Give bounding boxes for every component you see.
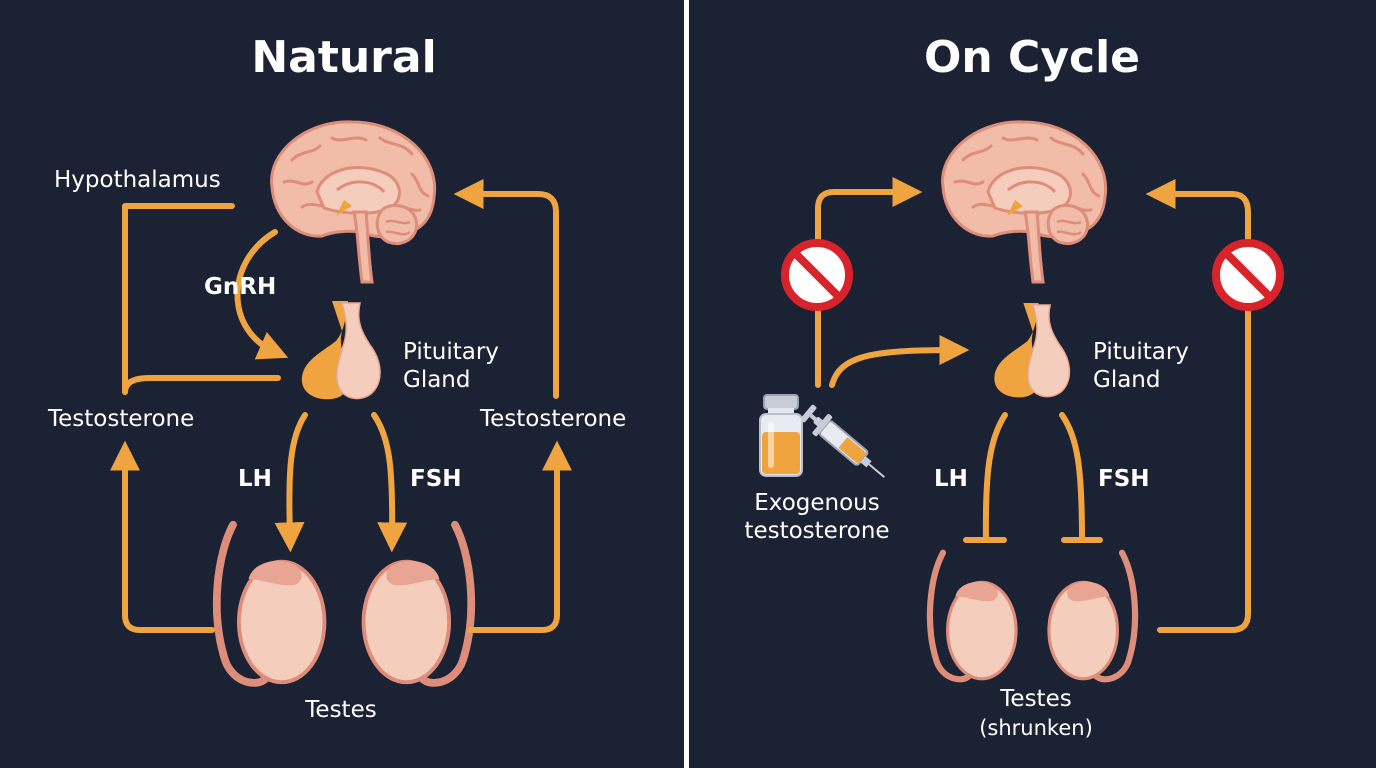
natural-gnrh-label: GnRH [204, 274, 276, 300]
natural-left-feedback-arrow [110, 440, 215, 633]
panel-divider [684, 0, 689, 768]
natural-pituitary-link [122, 375, 281, 395]
exogenous-label-1: Exogenous [754, 490, 879, 516]
natural-testosterone-left-label: Testosterone [47, 406, 194, 432]
natural-title: Natural [251, 32, 436, 83]
natural-lh-arrow [274, 412, 308, 553]
on-cycle-right-feedback-arrow [1145, 179, 1251, 633]
natural-pituitary-label-1: Pituitary [403, 339, 499, 365]
on-cycle-testes-label: Testes [999, 686, 1071, 712]
on-cycle-left-testis-icon [930, 553, 1016, 680]
on-cycle-pituitary-icon [993, 302, 1071, 399]
natural-brain-icon [270, 120, 437, 284]
on-cycle-pituitary-label-1: Pituitary [1093, 339, 1189, 365]
natural-fsh-arrow [371, 412, 408, 553]
natural-fsh-label: FSH [410, 466, 462, 492]
on-cycle-brain-icon [941, 120, 1108, 284]
on-cycle-exogenous-arrow [829, 335, 970, 388]
natural-testosterone-right-label: Testosterone [479, 406, 626, 432]
on-cycle-right-testis-icon [1049, 553, 1135, 680]
syringe-icon [800, 404, 885, 478]
on-cycle-lh-line [982, 412, 1008, 543]
natural-lh-label: LH [238, 466, 272, 492]
natural-testes-label: Testes [304, 697, 376, 723]
natural-right-feedback-arrow [453, 179, 559, 399]
on-cycle-fsh-label: FSH [1098, 466, 1150, 492]
on-cycle-title: On Cycle [924, 32, 1140, 83]
natural-panel: Natural Hypothalamus GnRH Pituitary Glan… [47, 32, 626, 723]
on-cycle-block-left-icon [781, 239, 853, 311]
on-cycle-panel: On Cycle [744, 32, 1284, 740]
natural-right-testis-icon [364, 525, 472, 683]
on-cycle-testes-sub-label: (shrunken) [979, 716, 1093, 740]
on-cycle-pituitary-label-2: Gland [1093, 367, 1160, 393]
vial-icon [759, 394, 803, 477]
on-cycle-lh-label: LH [934, 466, 968, 492]
natural-right-bottom-feedback-arrow [467, 440, 572, 633]
on-cycle-left-feedback-arrow [815, 177, 923, 388]
on-cycle-fsh-line [1059, 412, 1085, 543]
on-cycle-block-right-icon [1212, 239, 1284, 311]
natural-pituitary-icon [301, 300, 381, 401]
natural-hypothalamus-link [122, 203, 235, 395]
exogenous-label-2: testosterone [744, 518, 889, 544]
natural-gnrh-arrow [234, 229, 289, 360]
natural-left-testis-icon [217, 525, 325, 683]
natural-pituitary-label-2: Gland [403, 367, 470, 393]
natural-hypothalamus-label: Hypothalamus [54, 167, 221, 193]
